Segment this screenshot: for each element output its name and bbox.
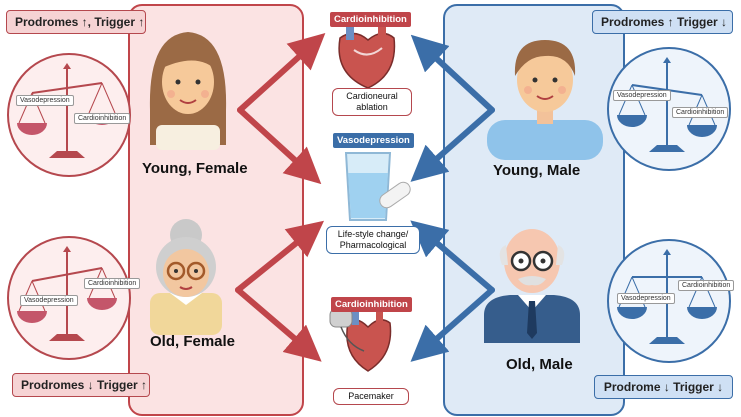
old-male-cardioinhibition-label: Cardioinhibition: [678, 280, 735, 291]
arrow-old-male-to-lifestyle: [410, 220, 495, 293]
old-female-tag: Prodromes ↓ Trigger ↑: [12, 373, 150, 397]
top-cardioinhibition-header: Cardioinhibition: [330, 12, 411, 27]
female-arrows: [235, 32, 326, 362]
arrow-young-male-to-lifestyle: [410, 107, 495, 182]
young-female-vasodepression-label: Vasodepression: [16, 95, 74, 106]
young-male-tag: Prodromes ↑ Trigger ↓: [592, 10, 733, 34]
old-female-avatar-icon: [150, 219, 222, 335]
arrow-young-female-to-lifestyle: [237, 107, 322, 185]
heart-ablation-icon: [338, 22, 396, 89]
lifestyle-pharmacological-box: Life-style change/ Pharmacological: [326, 226, 420, 254]
cardioneural-ablation-line1: Cardioneural: [346, 91, 398, 101]
old-male-label: Old, Male: [506, 356, 573, 373]
arrow-old-female-to-pacemaker: [235, 287, 322, 362]
old-male-avatar-icon: [484, 229, 580, 343]
old-female-label: Old, Female: [150, 333, 236, 350]
pacemaker-label: Pacemaker: [348, 391, 394, 401]
balance-scale-icon: [617, 57, 717, 152]
balance-scale-icon: [17, 246, 117, 341]
young-male-cardioinhibition-label: Cardioinhibition: [672, 107, 729, 118]
young-male-label: Young, Male: [493, 162, 581, 179]
heart-pacemaker-icon: [329, 308, 392, 372]
old-male-vasodepression-label: Vasodepression: [617, 293, 675, 304]
glass-pill-icon: [344, 152, 411, 221]
arrow-young-male-to-ablation: [410, 34, 495, 113]
old-female-vasodepression-label: Vasodepression: [20, 295, 78, 306]
vasodepression-header: Vasodepression: [333, 133, 414, 148]
old-male-tag: Prodrome ↓ Trigger ↓: [594, 375, 733, 399]
cardioneural-ablation-line2: ablation: [356, 102, 388, 112]
lifestyle-line1: Life-style change/: [337, 229, 409, 239]
cardioneural-ablation-box: Cardioneural ablation: [332, 88, 412, 116]
young-female-cardioinhibition-label: Cardioinhibition: [74, 113, 131, 124]
young-female-label: Young, Female: [142, 160, 248, 177]
arrow-old-female-to-lifestyle: [235, 220, 325, 293]
young-female-avatar-icon: [149, 32, 227, 150]
young-female-tag: Prodromes ↑, Trigger ↑: [6, 10, 146, 34]
young-male-avatar-icon: [487, 40, 603, 160]
lifestyle-line2: Pharmacological: [339, 240, 407, 250]
arrow-young-female-to-ablation: [237, 32, 326, 113]
young-male-vasodepression-label: Vasodepression: [613, 90, 671, 101]
balance-scale-icon: [17, 63, 117, 158]
pacemaker-box: Pacemaker: [333, 388, 409, 405]
arrow-old-male-to-pacemaker: [410, 287, 495, 362]
bottom-cardioinhibition-header: Cardioinhibition: [331, 297, 412, 312]
old-female-cardioinhibition-label: Cardioinhibition: [84, 278, 141, 289]
male-arrows: [410, 34, 495, 362]
